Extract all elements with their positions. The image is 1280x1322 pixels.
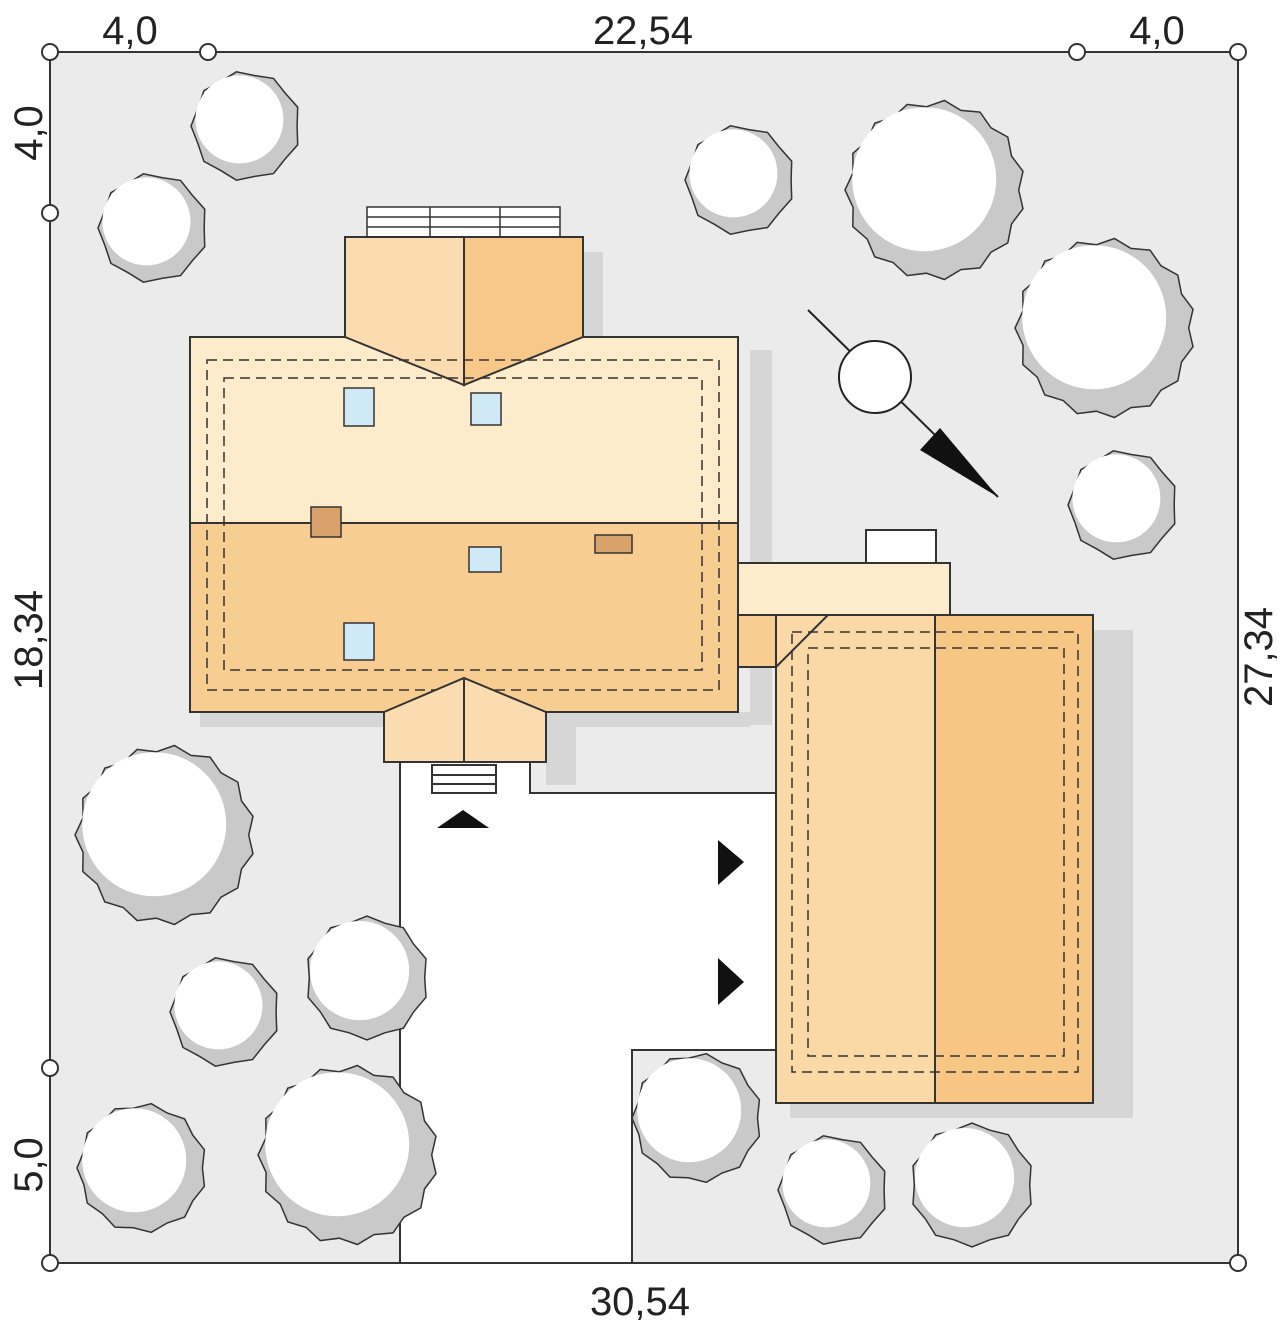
tree-icon — [257, 1064, 437, 1246]
dim-left-top: 4,0 — [7, 105, 51, 161]
dim-left-house: 18,34 — [7, 590, 51, 690]
trees — [74, 71, 1194, 1248]
tree-icon — [190, 71, 299, 181]
tree-icon — [169, 957, 278, 1067]
tree-icon — [97, 173, 206, 283]
dimension-marker — [1229, 43, 1247, 61]
tree-icon — [74, 744, 254, 926]
tree-icon — [76, 1102, 206, 1234]
dimension-marker — [41, 43, 59, 61]
rear-steps — [366, 206, 561, 238]
garage-roof — [737, 529, 1094, 1104]
dim-top-house: 22,54 — [593, 9, 693, 53]
chimney — [310, 506, 342, 538]
tree-icon — [307, 915, 427, 1041]
dim-right-total: 27,34 — [1237, 607, 1280, 707]
garage-entry-arrow-icon — [718, 840, 744, 885]
dim-left-bottom: 5,0 — [7, 1137, 51, 1193]
dimension-marker — [41, 204, 59, 222]
tree-icon — [777, 1135, 886, 1245]
tree-icon — [912, 1122, 1032, 1248]
dim-top-right: 4,0 — [1129, 9, 1185, 53]
front-steps — [431, 764, 497, 794]
dimension-marker — [1068, 43, 1086, 61]
dimension-marker — [199, 43, 217, 61]
dimension-marker — [41, 1059, 59, 1077]
skylights — [310, 387, 633, 661]
main-house-roof — [189, 236, 739, 763]
chimney — [594, 534, 633, 554]
tree-icon — [684, 125, 793, 235]
entrance-arrow-icon — [437, 810, 489, 828]
dimension-marker — [41, 1254, 59, 1272]
dim-bottom-total: 30,54 — [590, 1280, 690, 1322]
garage-entry-arrow-icon — [718, 958, 744, 1005]
north-arrow-icon — [807, 309, 999, 498]
tree-icon — [844, 99, 1024, 281]
dimension-marker — [1229, 1254, 1247, 1272]
tree-icon — [1014, 237, 1194, 419]
dim-top-left: 4,0 — [102, 9, 158, 53]
tree-icon — [631, 1052, 761, 1184]
tree-icon — [1067, 450, 1176, 560]
